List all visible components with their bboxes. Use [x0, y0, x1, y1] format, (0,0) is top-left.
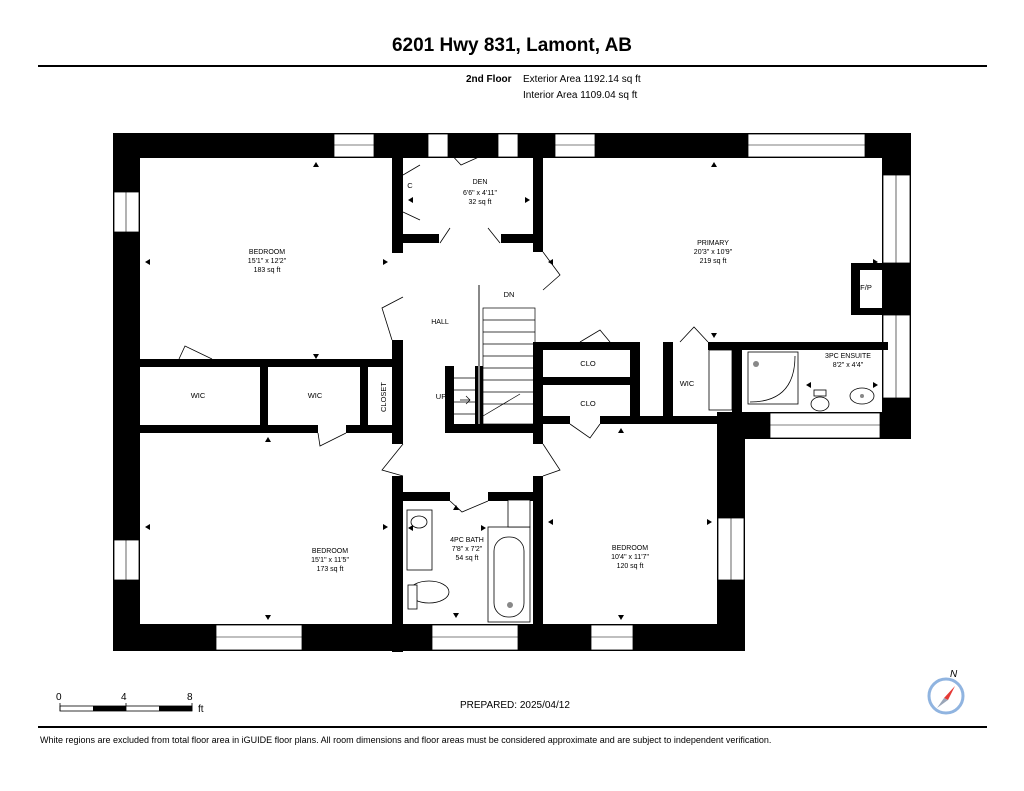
c-label: C	[407, 181, 413, 190]
scale-tick-4: 4	[121, 692, 127, 703]
bedroom-sw-area: 173 sq ft	[317, 566, 344, 573]
bedroom-sw-dims: 15'1" x 11'5"	[311, 557, 349, 564]
doors	[178, 145, 709, 513]
fireplace-label: F/P	[860, 283, 872, 292]
clo-label-2: CLO	[580, 399, 596, 408]
bath-dims: 7'8" x 7'2"	[452, 546, 483, 553]
room-labels: BEDROOM 15'1" x 12'2" 183 sq ft DEN 6'6"…	[191, 179, 872, 573]
header-rule	[38, 65, 987, 67]
dimension-markers	[145, 162, 878, 620]
den-area: 32 sq ft	[469, 199, 492, 206]
fixtures	[406, 351, 875, 623]
scale-unit: ft	[198, 704, 204, 715]
bedroom-nw-dims: 15'1" x 12'2"	[248, 258, 287, 265]
footer-disclaimer: White regions are excluded from total fl…	[40, 735, 772, 745]
ensuite-dims: 8'2" x 4'4"	[833, 362, 864, 369]
exterior-area: Exterior Area 1192.14 sq ft	[523, 74, 641, 85]
interior-area: Interior Area 1109.04 sq ft	[523, 90, 638, 101]
closet-label: CLOSET	[379, 382, 388, 412]
compass-north-label: N	[950, 669, 958, 680]
interior-walls	[136, 150, 888, 652]
page-title: 6201 Hwy 831, Lamont, AB	[391, 35, 633, 56]
bedroom-se-dims: 10'4" x 11'7"	[611, 554, 649, 561]
bedroom-nw-name: BEDROOM	[249, 249, 285, 256]
staircase	[454, 285, 536, 425]
ensuite-toilet-icon	[810, 396, 830, 412]
wic-label-1: WIC	[191, 391, 206, 400]
scale-bar: 0 4 8 ft	[56, 692, 204, 715]
prepared-date: PREPARED: 2025/04/12	[460, 700, 570, 711]
floor-label: 2nd Floor	[466, 74, 512, 85]
primary-dims: 20'3" x 10'9"	[694, 249, 733, 256]
stairs-down-label: DN	[504, 290, 515, 299]
bath-area: 54 sq ft	[456, 555, 479, 562]
shower-icon	[747, 351, 799, 405]
wic-shelf	[708, 349, 733, 411]
scale-tick-0: 0	[56, 692, 62, 703]
windows	[113, 133, 911, 651]
sink-icon	[410, 515, 428, 529]
den-name: DEN	[473, 179, 488, 186]
bedroom-se-name: BEDROOM	[612, 545, 648, 552]
scale-tick-8: 8	[187, 692, 193, 703]
wic-label-2: WIC	[308, 391, 323, 400]
hall-name: HALL	[431, 319, 449, 326]
primary-area: 219 sq ft	[700, 258, 727, 265]
fireplace	[860, 270, 882, 308]
ensuite-name: 3PC ENSUITE	[825, 353, 871, 360]
footer-rule	[38, 726, 987, 728]
den-dims: 6'6" x 4'11"	[463, 190, 497, 197]
primary-name: PRIMARY	[697, 240, 729, 247]
window-mullions	[125, 144, 897, 638]
compass-icon: N	[927, 669, 965, 715]
bedroom-se-area: 120 sq ft	[617, 563, 644, 570]
bedroom-nw-area: 183 sq ft	[254, 267, 281, 274]
stairs-up-label: UP	[436, 392, 446, 401]
clo-label-1: CLO	[580, 359, 596, 368]
bath-name: 4PC BATH	[450, 537, 484, 544]
bedroom-sw-name: BEDROOM	[312, 548, 348, 555]
wic-label-3: WIC	[680, 379, 695, 388]
